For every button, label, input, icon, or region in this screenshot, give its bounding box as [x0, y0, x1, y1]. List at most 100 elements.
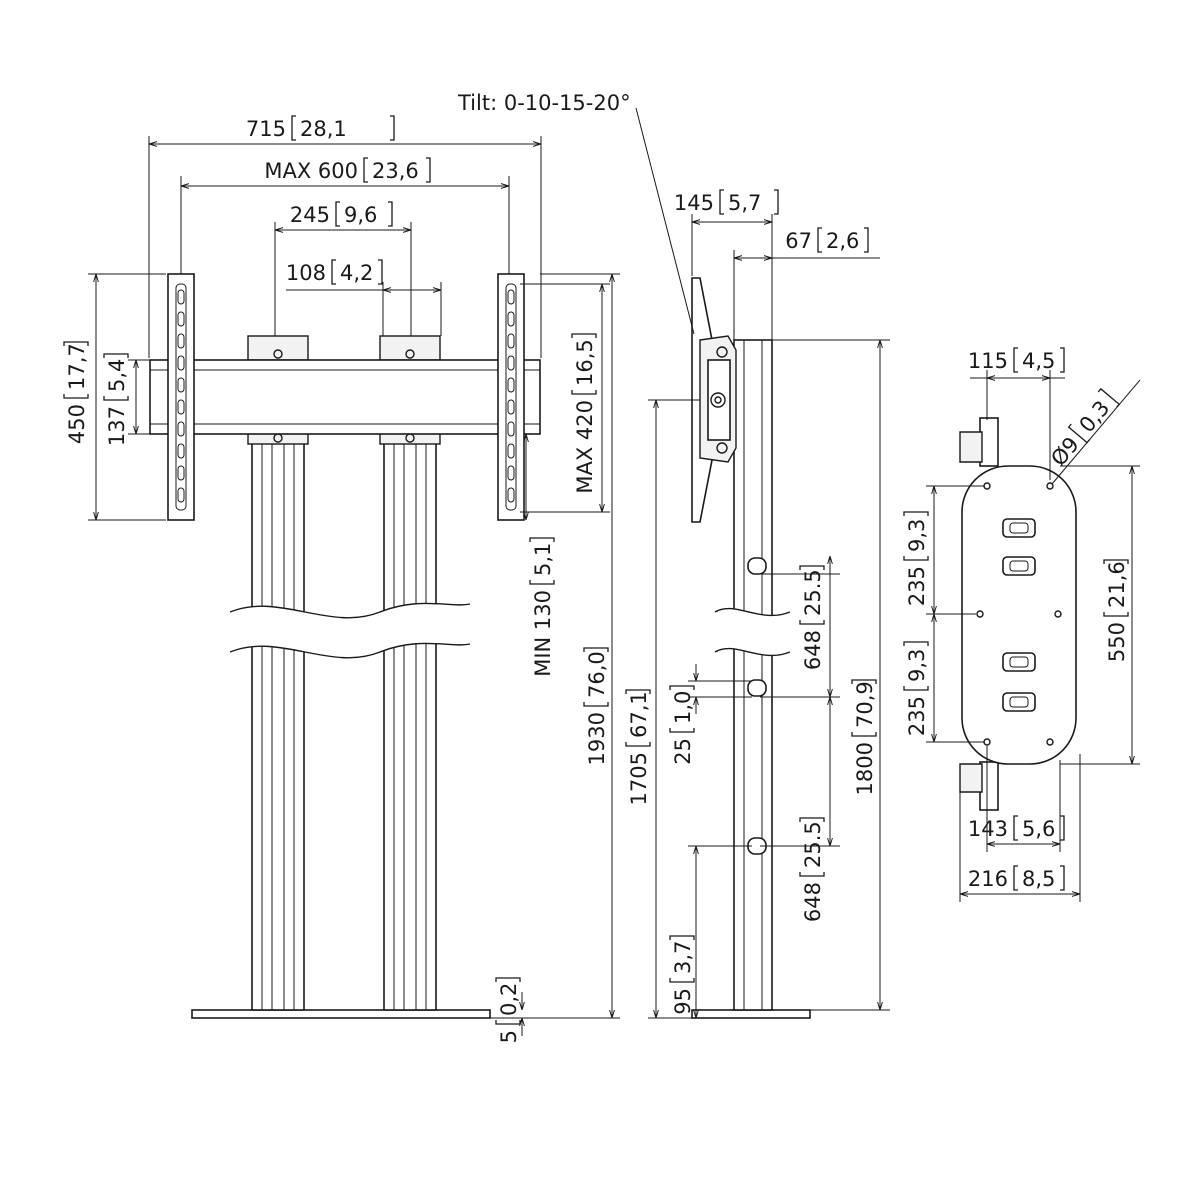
side-floor-base [691, 1009, 811, 1019]
svg-text:28,1: 28,1 [300, 117, 347, 141]
svg-text:25.5: 25.5 [801, 569, 825, 616]
svg-text:23,6: 23,6 [372, 159, 419, 183]
svg-text:MAX 420: MAX 420 [573, 400, 597, 494]
right-column [383, 439, 437, 1011]
horizontal-rail [149, 359, 541, 435]
bracket-slot [177, 399, 185, 415]
svg-text:25.5: 25.5 [801, 821, 825, 868]
tilt-leader [635, 107, 695, 335]
svg-text:115: 115 [968, 349, 1008, 373]
dim-hole-diameter: Ø9 0,3 [1046, 387, 1121, 471]
dim-bracket-height: 450 17,7 [63, 341, 89, 444]
svg-text:715: 715 [246, 117, 286, 141]
dim-bottom-offset: 95 3,7 [669, 935, 695, 1015]
svg-text:8,5: 8,5 [1022, 867, 1055, 891]
svg-text:67: 67 [785, 229, 812, 253]
svg-text:450: 450 [65, 404, 89, 444]
dim-plate-length: 550 21,6 [1103, 559, 1129, 662]
svg-text:1,0: 1,0 [671, 691, 695, 724]
bracket-slot [177, 377, 185, 393]
bracket-slot [507, 399, 515, 415]
bracket-slot [177, 333, 185, 349]
bracket-slot [507, 377, 515, 393]
bracket-slot [177, 443, 185, 459]
plate-clamp [1002, 556, 1036, 576]
dim-section-upper: 235 9,3 [903, 511, 929, 606]
svg-text:5: 5 [497, 1030, 521, 1043]
dim-total-height: 1930 76,0 [583, 647, 609, 765]
svg-text:0,2: 0,2 [497, 983, 521, 1016]
dim-section-lower: 235 9,3 [903, 641, 929, 736]
bracket-slot [177, 289, 185, 305]
svg-text:235: 235 [905, 696, 929, 736]
dim-max-width: MAX 600 23,6 [264, 157, 431, 183]
bracket-slot [177, 421, 185, 437]
dim-clamp-spacing-bottom: 648 25.5 [799, 817, 825, 922]
dim-plate-width: 216 8,5 [968, 865, 1065, 891]
svg-text:21,6: 21,6 [1105, 561, 1129, 608]
svg-text:MIN 130: MIN 130 [531, 590, 555, 677]
plate-clamp [1002, 652, 1036, 672]
svg-text:17,7: 17,7 [65, 343, 89, 390]
bracket-slot [507, 443, 515, 459]
clamp-top-left [247, 335, 309, 361]
svg-text:648: 648 [801, 882, 825, 922]
side-clamp [747, 557, 767, 575]
dim-depth: 145 5,7 [674, 189, 779, 215]
bracket-slot [177, 355, 185, 371]
dim-hole-spacing-top: 115 4,5 [968, 347, 1065, 373]
svg-text:137: 137 [105, 406, 129, 446]
break-line-top [229, 602, 471, 619]
svg-text:25: 25 [671, 738, 695, 765]
break-line-bottom [229, 642, 471, 659]
bracket-slot [507, 355, 515, 371]
svg-text:216: 216 [968, 867, 1008, 891]
dim-min-height: MIN 130 5,1 [529, 537, 555, 677]
bracket-slot [507, 289, 515, 305]
base-plate-view [926, 370, 1141, 902]
svg-text:108: 108 [286, 261, 326, 285]
bracket-right [497, 273, 525, 521]
plate-clamp [1002, 518, 1036, 538]
svg-text:1800: 1800 [853, 742, 877, 795]
svg-text:648: 648 [801, 630, 825, 670]
dim-clamp-spacing-top: 648 25.5 [799, 565, 825, 670]
svg-text:16,5: 16,5 [573, 339, 597, 386]
svg-text:143: 143 [968, 817, 1008, 841]
dim-column-gap: 108 4,2 [286, 259, 383, 285]
bracket-slot [177, 465, 185, 481]
dim-column-spacing: 245 9,6 [290, 201, 393, 227]
dim-width-overall: 715 28,1 [246, 115, 395, 141]
clamp-top-right [379, 335, 441, 361]
svg-text:Ø9: Ø9 [1046, 432, 1084, 470]
dim-column-height: 1800 70,9 [851, 679, 877, 795]
bracket-slot [507, 311, 515, 327]
svg-text:70,9: 70,9 [853, 681, 877, 728]
dim-max-hole-height: MAX 420 16,5 [571, 333, 597, 494]
dim-base-clearance: 5 0,2 [495, 977, 521, 1043]
plate-holes [976, 482, 1062, 746]
dim-clamp-height: 25 1,0 [669, 685, 695, 765]
svg-text:3,7: 3,7 [671, 941, 695, 974]
diameter-leader [1051, 379, 1141, 485]
bracket-slot [507, 333, 515, 349]
svg-text:5,7: 5,7 [728, 191, 761, 215]
floor-base [191, 1009, 491, 1019]
svg-text:MAX 600: MAX 600 [264, 159, 358, 183]
front-view [88, 136, 620, 1036]
bracket-slot [507, 465, 515, 481]
svg-text:4,2: 4,2 [340, 261, 373, 285]
bracket-slot [507, 487, 515, 503]
svg-text:2,6: 2,6 [826, 229, 859, 253]
bracket-slots [177, 289, 515, 503]
svg-text:235: 235 [905, 566, 929, 606]
svg-text:550: 550 [1105, 622, 1129, 662]
bracket-left [167, 273, 195, 521]
svg-text:5,4: 5,4 [105, 359, 129, 392]
svg-text:9,3: 9,3 [905, 519, 929, 552]
svg-text:5,6: 5,6 [1022, 817, 1055, 841]
svg-text:145: 145 [674, 191, 714, 215]
plate-clamps [1002, 518, 1036, 712]
dim-offset: 67 2,6 [785, 227, 869, 253]
side-break-bottom [714, 647, 791, 657]
